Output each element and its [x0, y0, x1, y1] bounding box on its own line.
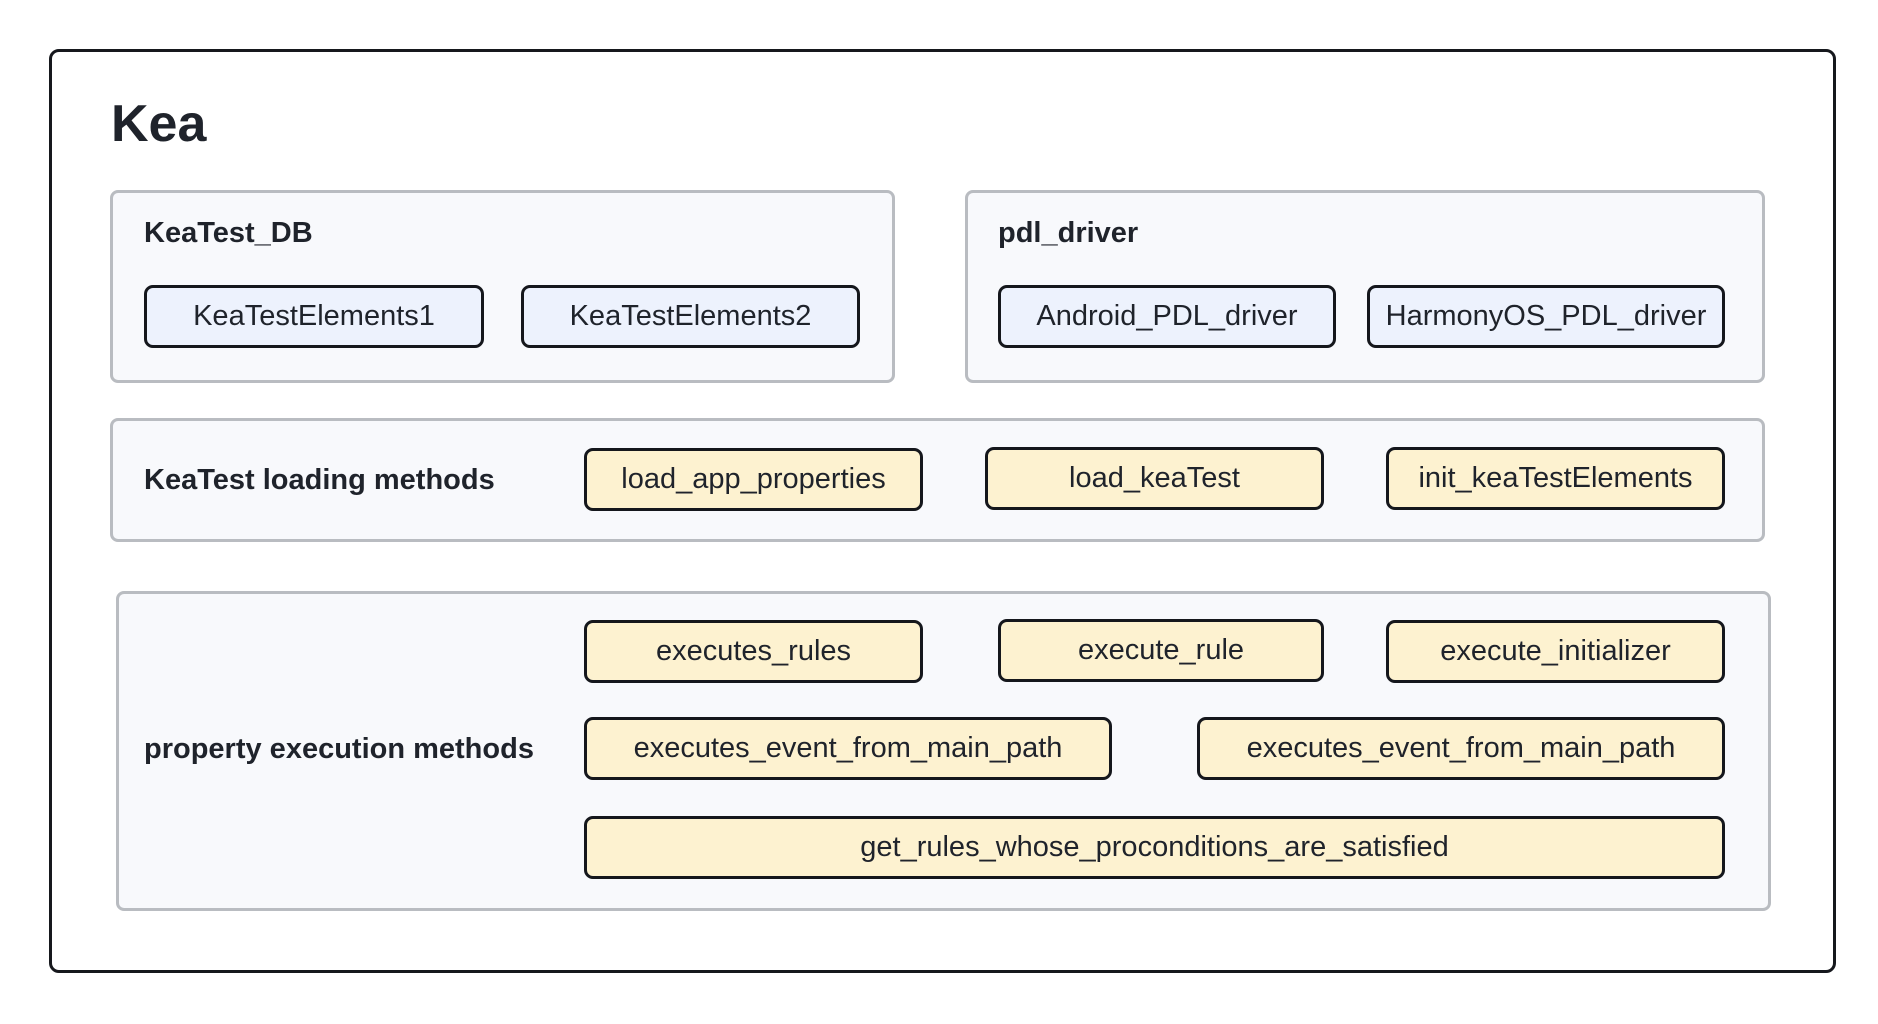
pdl-driver-label: pdl_driver	[998, 217, 1139, 249]
keatest-elements2-node: KeaTestElements2	[521, 285, 860, 348]
loading-methods-label: KeaTest loading methods	[144, 464, 495, 496]
get-rules-node: get_rules_whose_proconditions_are_satisf…	[584, 816, 1725, 879]
executes-rules-node: executes_rules	[584, 620, 923, 683]
harmonyos-pdl-driver-node: HarmonyOS_PDL_driver	[1367, 285, 1725, 348]
execution-methods-label: property execution methods	[144, 733, 534, 765]
executes-event-from-main-path-node-1: executes_event_from_main_path	[584, 717, 1112, 780]
executes-event-from-main-path-node-2: executes_event_from_main_path	[1197, 717, 1725, 780]
execute-rule-node: execute_rule	[998, 619, 1324, 682]
android-pdl-driver-node: Android_PDL_driver	[998, 285, 1336, 348]
load-keatest-node: load_keaTest	[985, 447, 1324, 510]
load-app-properties-node: load_app_properties	[584, 448, 923, 511]
execute-initializer-node: execute_initializer	[1386, 620, 1725, 683]
diagram-title: Kea	[111, 95, 207, 153]
keatest-elements1-node: KeaTestElements1	[144, 285, 484, 348]
init-keatest-elements-node: init_keaTestElements	[1386, 447, 1725, 510]
keatest-db-label: KeaTest_DB	[144, 217, 313, 249]
